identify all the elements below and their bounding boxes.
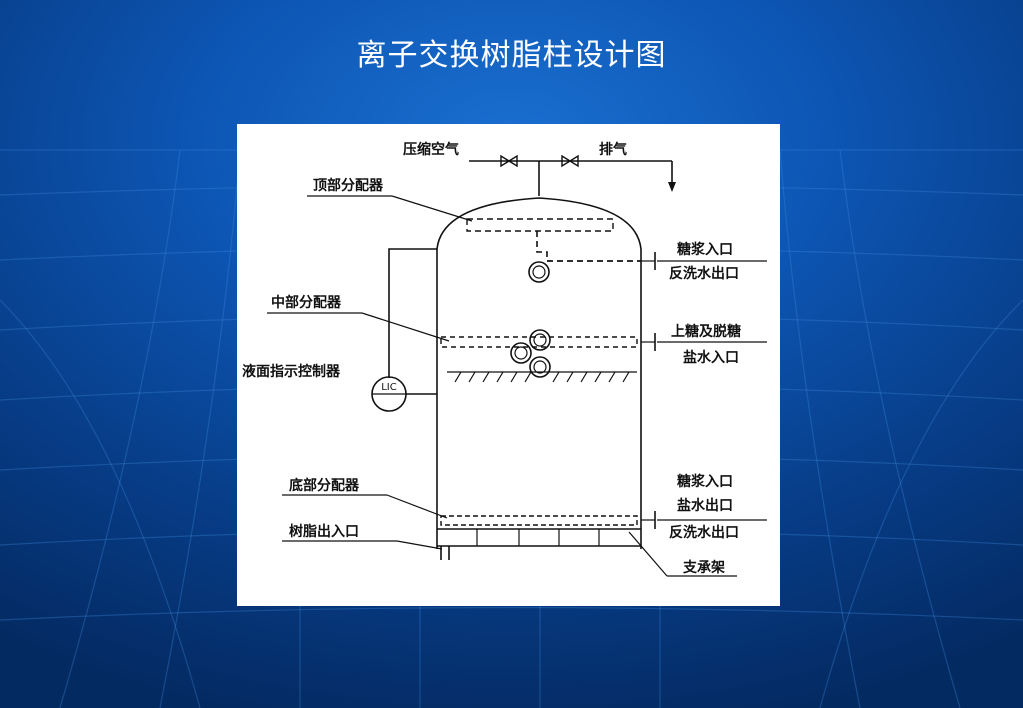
label-bottom-distributor: 底部分配器 — [289, 477, 360, 494]
diagram-panel: LIC — [237, 124, 780, 606]
ion-exchange-column-diagram: LIC — [242, 141, 767, 577]
label-backwash-outlet-top: 反洗水出口 — [669, 265, 739, 282]
label-top-distributor: 顶部分配器 — [313, 177, 384, 194]
label-exhaust: 排气 — [599, 141, 627, 158]
label-level-controller: 液面指示控制器 — [242, 363, 341, 380]
vessel-body — [436, 197, 642, 549]
air-valve-icon — [500, 154, 518, 168]
label-loading-desugar: 上糖及脱糖 — [671, 323, 741, 340]
leader-lines — [267, 195, 767, 577]
label-compressed-air: 压缩空气 — [403, 141, 459, 158]
label-support-frame: 支承架 — [682, 559, 725, 576]
label-brine-inlet: 盐水入口 — [683, 349, 739, 366]
label-backwash-outlet-bottom: 反洗水出口 — [669, 524, 739, 541]
top-piping — [469, 154, 676, 196]
middle-distributor — [440, 329, 656, 378]
slide-title: 离子交换树脂柱设计图 — [356, 38, 667, 73]
support-frame — [437, 529, 641, 560]
label-brine-outlet: 盐水出口 — [677, 497, 733, 514]
level-controller: LIC — [371, 248, 437, 412]
resin-bed-level — [447, 371, 637, 383]
label-middle-distributor: 中部分配器 — [271, 294, 342, 311]
exhaust-arrow-icon — [668, 182, 676, 192]
label-syrup-inlet-top: 糖浆入口 — [677, 241, 733, 258]
top-distributor — [466, 218, 656, 283]
exhaust-valve-icon — [561, 154, 579, 168]
label-resin-port: 树脂出入口 — [289, 523, 359, 540]
bottom-distributor — [440, 511, 656, 529]
label-syrup-inlet-bottom: 糖浆入口 — [677, 473, 733, 490]
lic-tag: LIC — [381, 382, 397, 393]
